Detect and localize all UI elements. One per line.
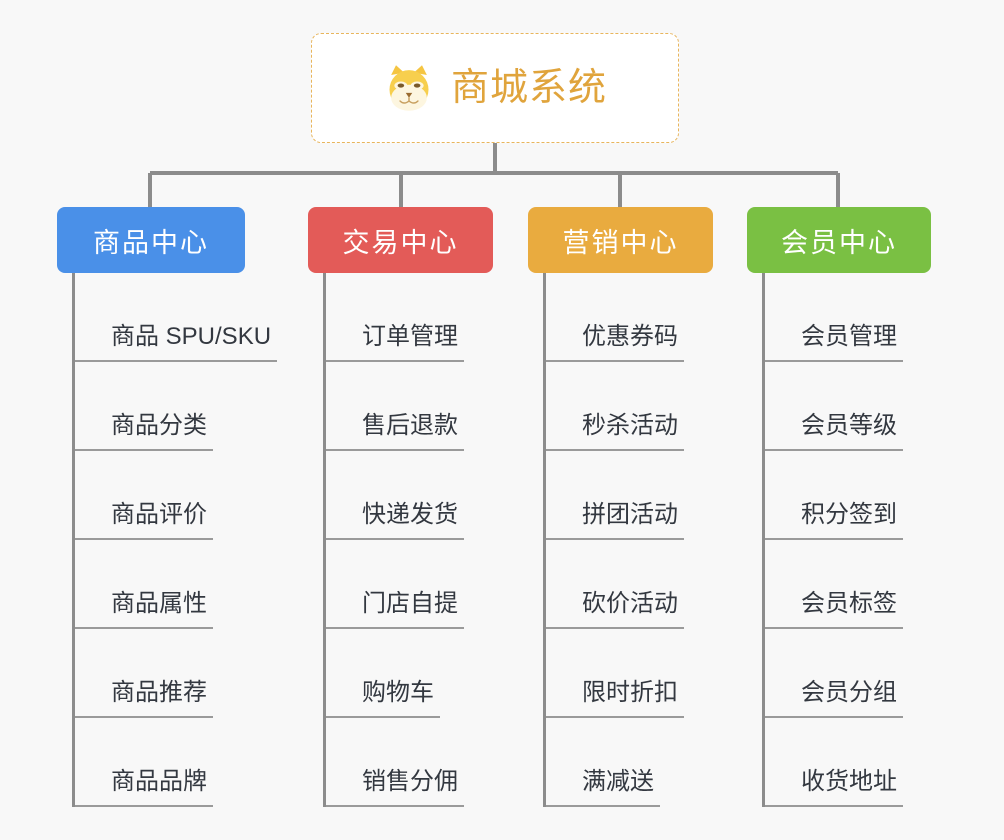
category-column-product: 商品中心 商品 SPU/SKU 商品分类 商品评价 商品属性 商品推荐 商品品牌 xyxy=(57,207,278,807)
leaf-item[interactable]: 收货地址 xyxy=(765,718,903,807)
category-header-member[interactable]: 会员中心 xyxy=(747,207,931,273)
leaf-label: 商品评价 xyxy=(75,501,213,540)
category-header-trade[interactable]: 交易中心 xyxy=(308,207,493,273)
leaf-item[interactable]: 门店自提 xyxy=(326,540,464,629)
leaf-label: 秒杀活动 xyxy=(546,412,684,451)
leaf-label: 售后退款 xyxy=(326,412,464,451)
leaf-label: 快递发货 xyxy=(326,501,464,540)
category-column-marketing: 营销中心 优惠券码 秒杀活动 拼团活动 砍价活动 限时折扣 满减送 xyxy=(528,207,713,807)
leaf-label: 购物车 xyxy=(326,679,440,718)
leaf-label: 商品品牌 xyxy=(75,768,213,807)
leaf-item[interactable]: 会员管理 xyxy=(765,273,903,362)
leaf-label: 会员等级 xyxy=(765,412,903,451)
leaf-label: 会员标签 xyxy=(765,590,903,629)
leaf-item[interactable]: 拼团活动 xyxy=(546,451,684,540)
category-header-product[interactable]: 商品中心 xyxy=(57,207,245,273)
category-header-label: 商品中心 xyxy=(93,227,209,258)
leaf-item[interactable]: 商品分类 xyxy=(75,362,277,451)
root-title: 商城系统 xyxy=(450,67,607,109)
leaf-label: 商品 SPU/SKU xyxy=(75,323,278,362)
leaf-item[interactable]: 会员分组 xyxy=(765,629,903,718)
leaf-label: 门店自提 xyxy=(326,590,464,629)
leaf-label: 订单管理 xyxy=(326,323,464,362)
leaf-list-marketing: 优惠券码 秒杀活动 拼团活动 砍价活动 限时折扣 满减送 xyxy=(543,273,684,807)
leaf-item[interactable]: 会员标签 xyxy=(765,540,903,629)
leaf-label: 积分签到 xyxy=(765,501,903,540)
leaf-item[interactable]: 砍价活动 xyxy=(546,540,684,629)
leaf-list-member: 会员管理 会员等级 积分签到 会员标签 会员分组 收货地址 xyxy=(762,273,903,807)
leaf-label: 商品推荐 xyxy=(75,679,213,718)
leaf-label: 限时折扣 xyxy=(546,679,684,718)
leaf-item[interactable]: 满减送 xyxy=(546,718,684,807)
category-header-label: 营销中心 xyxy=(562,227,679,258)
leaf-label: 会员管理 xyxy=(765,323,903,362)
leaf-label: 会员分组 xyxy=(765,679,903,718)
leaf-item[interactable]: 快递发货 xyxy=(326,451,464,540)
leaf-item[interactable]: 会员等级 xyxy=(765,362,903,451)
leaf-item[interactable]: 销售分佣 xyxy=(326,718,464,807)
category-column-trade: 交易中心 订单管理 售后退款 快递发货 门店自提 购物车 销售分佣 xyxy=(308,207,493,807)
leaf-item[interactable]: 商品属性 xyxy=(75,540,277,629)
leaf-list-trade: 订单管理 售后退款 快递发货 门店自提 购物车 销售分佣 xyxy=(323,273,464,807)
leaf-item[interactable]: 秒杀活动 xyxy=(546,362,684,451)
leaf-item[interactable]: 商品 SPU/SKU xyxy=(75,273,278,362)
category-header-marketing[interactable]: 营销中心 xyxy=(528,207,713,273)
leaf-item[interactable]: 订单管理 xyxy=(326,273,464,362)
leaf-item[interactable]: 积分签到 xyxy=(765,451,903,540)
leaf-label: 优惠券码 xyxy=(546,323,684,362)
leaf-label: 销售分佣 xyxy=(326,768,464,807)
leaf-label: 砍价活动 xyxy=(546,590,684,629)
leaf-item[interactable]: 优惠券码 xyxy=(546,273,684,362)
leaf-item[interactable]: 商品品牌 xyxy=(75,718,277,807)
leaf-list-product: 商品 SPU/SKU 商品分类 商品评价 商品属性 商品推荐 商品品牌 xyxy=(72,273,278,807)
shiba-dog-icon xyxy=(389,65,429,111)
leaf-label: 商品属性 xyxy=(75,590,213,629)
leaf-label: 拼团活动 xyxy=(546,501,684,540)
leaf-label: 满减送 xyxy=(546,768,660,807)
leaf-item[interactable]: 售后退款 xyxy=(326,362,464,451)
leaf-label: 商品分类 xyxy=(75,412,213,451)
category-column-member: 会员中心 会员管理 会员等级 积分签到 会员标签 会员分组 收货地址 xyxy=(747,207,931,807)
leaf-label: 收货地址 xyxy=(765,768,903,807)
category-header-label: 交易中心 xyxy=(342,227,459,258)
leaf-item[interactable]: 限时折扣 xyxy=(546,629,684,718)
root-node[interactable]: 商城系统 xyxy=(311,33,679,143)
leaf-item[interactable]: 商品评价 xyxy=(75,451,277,540)
leaf-item[interactable]: 商品推荐 xyxy=(75,629,277,718)
leaf-item[interactable]: 购物车 xyxy=(326,629,464,718)
category-header-label: 会员中心 xyxy=(781,227,897,258)
